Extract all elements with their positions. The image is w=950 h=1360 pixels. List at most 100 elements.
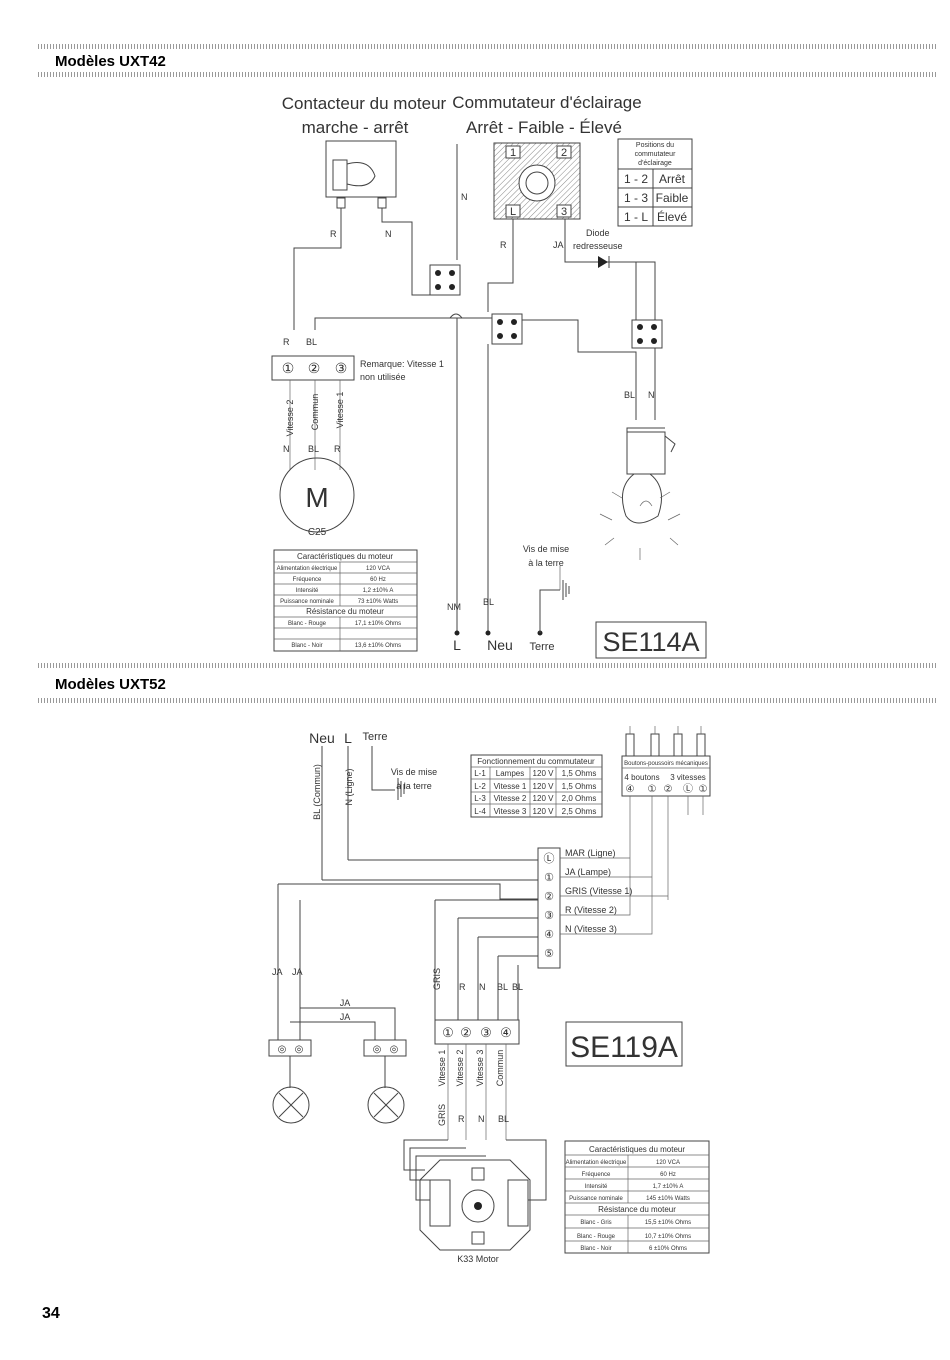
svg-text:Vitesse 1: Vitesse 1 [335,392,345,429]
svg-text:Fonctionnement du commutateur: Fonctionnement du commutateur [477,757,595,766]
motor-characteristics-table: Caractéristiques du moteur Alimentation … [564,1140,710,1254]
section-divider [38,72,938,77]
svg-text:145 ±10% Watts: 145 ±10% Watts [646,1196,690,1202]
svg-text:M: M [305,482,328,513]
svg-text:BL: BL [624,390,635,400]
switch-terminal-3: 3 [561,206,567,218]
svg-text:Ⓛ: Ⓛ [544,852,555,865]
svg-text:K33 Motor: K33 Motor [457,1254,499,1264]
svg-text:R: R [500,240,507,250]
svg-text:Positions du: Positions du [636,142,674,149]
svg-text:GRIS: GRIS [437,1104,447,1126]
svg-text:JA: JA [340,1012,351,1022]
section-divider [38,663,938,668]
top-Terre: Terre [362,731,387,743]
svg-text:BL: BL [308,444,319,454]
svg-text:N: N [478,1114,485,1124]
svg-text:Blanc - Noir: Blanc - Noir [580,1246,611,1252]
svg-text:N (Ligne): N (Ligne) [344,768,354,805]
term-Terre: Terre [529,641,554,653]
svg-text:Boutons-poussoirs mécaniques: Boutons-poussoirs mécaniques [624,761,708,767]
svg-text:1,7 ±10% A: 1,7 ±10% A [653,1184,684,1190]
svg-text:120 V: 120 V [533,794,555,803]
svg-text:R: R [458,1114,465,1124]
terminal-strip [537,847,561,969]
svg-text:Blanc - Gris: Blanc - Gris [580,1220,611,1226]
svg-text:②: ② [308,360,321,376]
term-L: L [453,637,461,653]
svg-text:Alimentation électrique: Alimentation électrique [277,566,338,572]
svg-text:Fréquence: Fréquence [582,1172,611,1178]
svg-text:N (Vitesse 3): N (Vitesse 3) [565,924,617,934]
motor-c25 [279,457,355,533]
svg-text:2,5 Ohms: 2,5 Ohms [562,807,597,816]
svg-text:①: ① [699,784,708,795]
switch-terminal-2: 2 [561,147,567,159]
svg-text:Blanc - Noir: Blanc - Noir [291,643,322,649]
lamp-left-icon: ◎ ◎ [268,1039,312,1124]
svg-text:60 Hz: 60 Hz [660,1172,676,1178]
svg-text:commutateur: commutateur [635,151,677,158]
svg-text:JA: JA [292,967,303,977]
svg-text:BL: BL [498,1114,509,1124]
svg-text:1,5 Ohms: 1,5 Ohms [562,769,597,778]
switch-terminal-L: L [510,206,516,218]
svg-text:N: N [479,982,486,992]
svg-text:Faible: Faible [656,191,689,205]
note-sublabel: non utilisée [360,372,406,382]
svg-text:④: ④ [544,929,554,941]
svg-text:Vitesse 2: Vitesse 2 [494,794,527,803]
uxt42-diagram: Contacteur du moteur marche - arrêt Comm… [271,93,707,659]
switch-terminal-1: 1 [510,147,516,159]
svg-text:4 boutons: 4 boutons [624,773,659,782]
svg-text:Vis de mise: Vis de mise [391,767,437,777]
svg-text:Élevé: Élevé [657,209,687,224]
svg-text:①: ① [648,784,657,795]
svg-text:120 V: 120 V [533,769,555,778]
note-label: Remarque: Vitesse 1 [360,359,444,369]
svg-text:Ⓛ: Ⓛ [683,783,693,795]
svg-text:L-4: L-4 [474,807,486,816]
diode-label: Diode [586,228,610,238]
svg-text:120 VCA: 120 VCA [656,1160,680,1166]
svg-text:Vitesse 3: Vitesse 3 [475,1050,485,1087]
uxt52-diagram: Neu L Terre BL (Commun) N (Ligne) Vis de… [268,726,711,1264]
svg-text:R (Vitesse 2): R (Vitesse 2) [565,905,617,915]
svg-text:◎: ◎ [390,1044,399,1055]
section-title-uxt42: Modèles UXT42 [55,53,166,70]
svg-text:Vitesse 2: Vitesse 2 [285,400,295,437]
svg-text:60 Hz: 60 Hz [370,577,386,583]
svg-text:L-1: L-1 [474,769,486,778]
diode-sublabel: redresseuse [573,241,623,251]
section-title-uxt52: Modèles UXT52 [55,676,166,693]
svg-text:15,5 ±10% Ohms: 15,5 ±10% Ohms [645,1220,691,1226]
svg-text:JA (Lampe): JA (Lampe) [565,867,611,877]
svg-text:Intensité: Intensité [296,588,319,594]
svg-text:17,1 ±10% Ohms: 17,1 ±10% Ohms [355,621,401,627]
svg-text:13,6 ±10% Ohms: 13,6 ±10% Ohms [355,643,401,649]
push-buttons: Boutons-poussoirs mécaniques 4 boutons 3… [621,726,711,900]
svg-text:Intensité: Intensité [585,1184,608,1190]
svg-text:GRIS: GRIS [432,968,442,990]
light-switch-sublabel: Arrêt - Faible - Élevé [466,118,622,137]
svg-text:①: ① [282,360,295,376]
motor-switch [325,140,397,209]
ground-screw-sublabel: à la terre [528,558,564,568]
svg-text:BL (Commun): BL (Commun) [312,764,322,820]
svg-text:BL: BL [512,982,523,992]
svg-text:Fréquence: Fréquence [293,577,322,583]
model-code: SE119A [570,1031,678,1064]
svg-text:1,2 ±10% A: 1,2 ±10% A [363,588,394,594]
svg-text:L-2: L-2 [474,782,486,791]
ground-screw-label: Vis de mise [523,544,569,554]
top-L: L [344,730,352,746]
svg-text:10,7 ±10% Ohms: 10,7 ±10% Ohms [645,1234,691,1240]
svg-text:C25: C25 [308,527,327,538]
svg-text:Blanc - Rouge: Blanc - Rouge [288,621,327,627]
svg-text:6 ±10% Ohms: 6 ±10% Ohms [649,1246,687,1252]
svg-text:1 - 3: 1 - 3 [624,191,648,205]
svg-text:120 V: 120 V [533,782,555,791]
svg-text:R: R [330,229,337,239]
svg-text:◎: ◎ [295,1044,304,1055]
